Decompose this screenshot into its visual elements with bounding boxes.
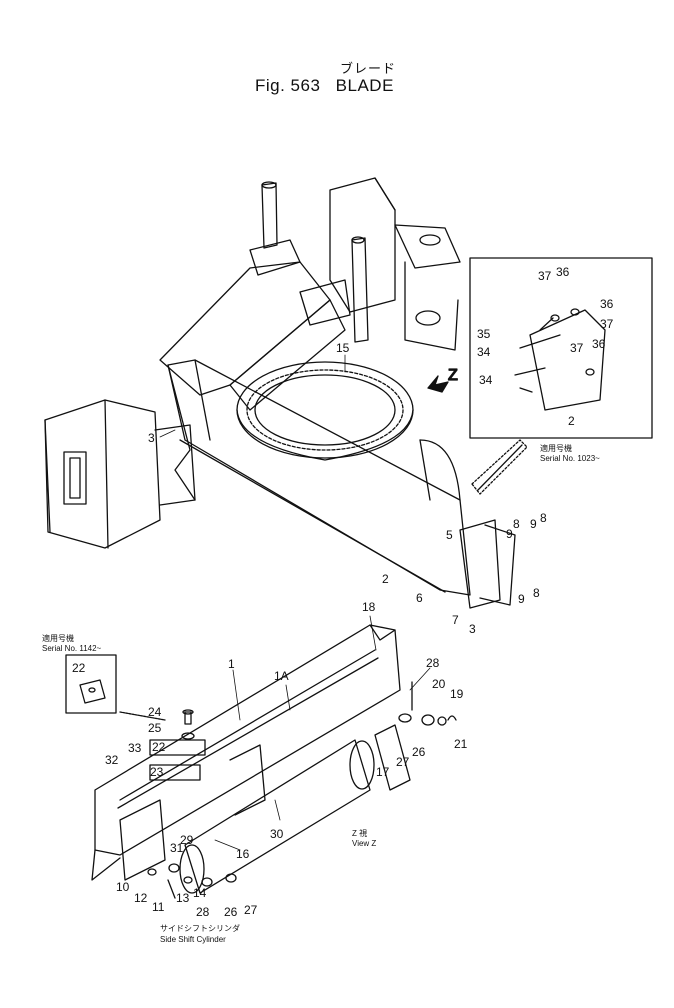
view-z-jp: Z 視 (352, 829, 367, 838)
callout-16: 16 (236, 847, 250, 861)
callout-1A: 1A (274, 669, 289, 683)
callout-23: 23 (150, 765, 164, 779)
circle-ring-gear (236, 361, 414, 461)
callout-26b: 26 (224, 905, 238, 919)
callout-21: 21 (454, 737, 468, 751)
figure-number: Fig. 563 (255, 76, 321, 95)
callout-11: 11 (152, 900, 165, 914)
callout-2: 2 (382, 572, 389, 586)
hardware-left (119, 709, 237, 899)
inset-small-jp-note: 適用号機 (42, 633, 74, 643)
view-z-letter: Z (448, 367, 458, 384)
inset-small-serial: Serial No. 1142~ (42, 644, 102, 653)
callout-10: 10 (116, 880, 130, 894)
callout-14: 14 (193, 886, 207, 900)
callout-28b: 28 (196, 905, 210, 919)
drawbar-frame (159, 177, 461, 411)
callout-8b: 8 (540, 511, 547, 525)
left-bracket (44, 399, 196, 549)
callouts-upper: 15 3 8 9 9 8 5 9 8 2 6 7 3 (148, 341, 547, 636)
callout-24: 24 (148, 705, 162, 719)
callout-3: 3 (148, 431, 155, 445)
callout-12: 12 (134, 891, 148, 905)
callout-13: 13 (176, 891, 190, 905)
hardware-right (398, 681, 457, 726)
cylinder-label-jp: サイドシフトシリンダ (160, 923, 240, 933)
callout-i35: 35 (477, 327, 491, 341)
callout-32: 32 (105, 753, 119, 767)
callout-i36b: 36 (600, 297, 614, 311)
callout-7: 7 (452, 613, 459, 627)
callout-i37c: 37 (570, 341, 584, 355)
view-z-arrow (427, 375, 449, 393)
figure-title: Fig. 563 BLADE (255, 76, 404, 96)
callout-3b: 3 (469, 622, 476, 636)
pointer-arrow-serial (471, 439, 528, 495)
callout-26: 26 (412, 745, 426, 759)
blade-upper (167, 359, 516, 609)
callout-i2: 2 (568, 414, 575, 428)
title-japanese: ブレード (340, 61, 397, 76)
callout-9: 9 (506, 527, 513, 541)
callout-28: 28 (426, 656, 440, 670)
callout-17: 17 (376, 765, 390, 779)
callout-33: 33 (128, 741, 142, 755)
callout-29: 29 (180, 833, 194, 847)
callout-15: 15 (336, 341, 350, 355)
callout-i34b: 34 (479, 373, 493, 387)
callout-31: 31 (170, 841, 184, 855)
callout-8: 8 (513, 517, 520, 531)
callout-6: 6 (416, 591, 423, 605)
inset-box-serial-1142 (65, 654, 117, 714)
callout-27: 27 (396, 755, 410, 769)
view-z-en: View Z (352, 839, 376, 848)
inset-main-serial: Serial No. 1023~ (540, 454, 600, 463)
callout-9c: 9 (518, 592, 525, 606)
cylinder-label-en: Side Shift Cylinder (160, 935, 226, 944)
callout-27b: 27 (244, 903, 258, 917)
callout-8c: 8 (533, 586, 540, 600)
callout-i34: 34 (477, 345, 491, 359)
callout-19: 19 (450, 687, 464, 701)
callout-i36: 36 (556, 265, 570, 279)
callouts-lower: 18 1 1A 28 20 19 21 24 25 22 33 23 32 26… (105, 600, 468, 919)
inset-main-jp-note: 適用号機 (540, 443, 572, 453)
callout-9b: 9 (530, 517, 537, 531)
callout-1: 1 (228, 657, 235, 671)
callout-i36c: 36 (592, 337, 606, 351)
blade-lower (91, 624, 411, 894)
callout-s22: 22 (72, 661, 86, 675)
callout-i37: 37 (538, 269, 552, 283)
figure-name: BLADE (335, 76, 394, 95)
callout-30: 30 (270, 827, 284, 841)
leader-lines (159, 354, 431, 851)
callout-i37b: 37 (600, 317, 614, 331)
callout-18: 18 (362, 600, 376, 614)
callout-5: 5 (446, 528, 453, 542)
callout-22: 22 (152, 740, 166, 754)
callouts-inset-main: 37 36 36 37 35 34 37 36 34 2 (477, 265, 614, 428)
callout-20: 20 (432, 677, 446, 691)
inset-box-serial-1023 (469, 257, 653, 439)
callout-25: 25 (148, 721, 162, 735)
